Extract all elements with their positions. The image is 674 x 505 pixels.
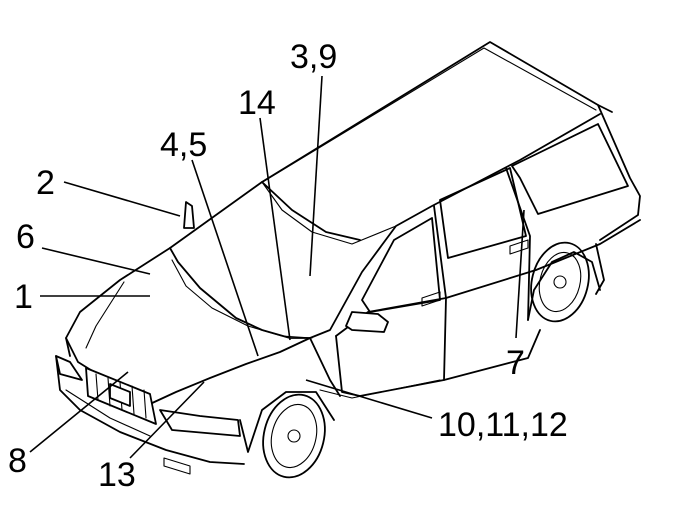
rear-hub	[553, 275, 567, 289]
car-outline	[55, 41, 641, 479]
label-1: 1	[14, 278, 33, 316]
left-headlight	[55, 355, 83, 381]
leader-6	[41, 247, 151, 275]
rear-rim	[538, 251, 582, 313]
front-rim	[270, 403, 318, 469]
wiper-line	[171, 259, 313, 339]
rear-door-window	[439, 167, 527, 259]
leader-7	[515, 209, 525, 339]
front-tire	[262, 393, 326, 479]
leader-3-9	[309, 75, 323, 277]
leader-8	[29, 371, 129, 453]
windshield-lower	[169, 113, 601, 339]
hood-front-crease	[149, 337, 311, 405]
a-pillar-lower	[335, 335, 361, 397]
windshield-header	[261, 181, 361, 241]
right-headlight	[159, 409, 241, 437]
rear-bumper-side	[595, 243, 605, 295]
grille-badge	[109, 383, 131, 407]
leader-13	[129, 381, 205, 459]
rear-door-handle	[509, 239, 529, 255]
front-hub	[287, 429, 301, 443]
c-pillar	[505, 167, 531, 321]
rear-tire	[530, 241, 590, 323]
rear-quarter-window	[511, 123, 629, 215]
hood-left-edge	[65, 247, 171, 357]
leader-10-11-12	[305, 379, 433, 419]
label-3-9: 3,9	[290, 38, 337, 76]
rear-pillar	[597, 104, 641, 241]
label-10-11-12: 10,11,12	[438, 406, 568, 444]
label-2: 2	[36, 164, 55, 202]
fender-line	[309, 337, 341, 397]
front-wheel-arch	[239, 391, 335, 453]
rear-wheel-arch	[527, 251, 601, 321]
roof-inner-edge	[255, 47, 597, 187]
leader-lines	[29, 75, 525, 459]
b-pillar	[433, 205, 447, 381]
fog-light	[163, 457, 191, 475]
callout-labels: 2 6 1 4,5 14 3,9 7 8 13 10,11,12	[8, 38, 568, 494]
label-8: 8	[8, 442, 27, 480]
label-7: 7	[506, 344, 525, 382]
leader-4-5	[191, 159, 259, 357]
windshield-top	[261, 181, 397, 245]
front-bumper	[55, 355, 245, 465]
side-mirror	[345, 311, 389, 333]
label-13: 13	[98, 456, 136, 494]
front-door-handle	[421, 291, 441, 307]
bumper-line	[65, 389, 151, 437]
label-14: 14	[238, 84, 276, 122]
lower-trim	[319, 379, 441, 399]
leader-2	[63, 181, 181, 217]
front-door-window	[361, 217, 441, 313]
roof-front-edge	[169, 41, 613, 249]
antenna-mirror	[183, 201, 195, 229]
label-6: 6	[16, 218, 35, 256]
label-4-5: 4,5	[160, 126, 207, 164]
leader-14	[259, 117, 291, 341]
